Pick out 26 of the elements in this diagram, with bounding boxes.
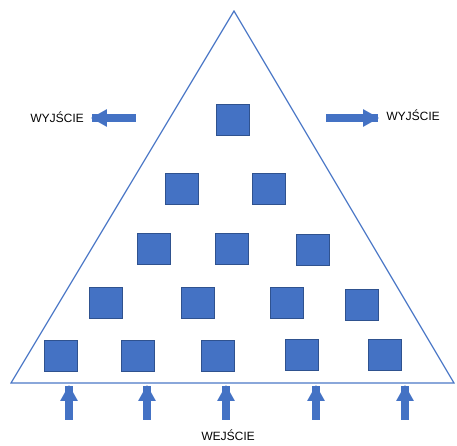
square-block xyxy=(252,173,286,205)
square-block xyxy=(121,340,155,372)
square-block xyxy=(296,234,330,266)
square-block xyxy=(165,173,199,205)
square-block xyxy=(270,287,304,319)
square-block xyxy=(368,339,402,371)
block-arrow xyxy=(307,385,325,420)
block-arrow xyxy=(91,109,136,127)
square-block xyxy=(345,289,379,321)
pyramid-triangle xyxy=(10,10,455,384)
square-block xyxy=(201,340,235,372)
block-arrow xyxy=(138,385,156,420)
square-block xyxy=(285,339,319,371)
block-arrow xyxy=(60,385,78,420)
block-arrow xyxy=(326,109,379,127)
square-block xyxy=(44,340,78,372)
square-block xyxy=(137,233,171,265)
block-arrow xyxy=(217,385,235,420)
block-arrow xyxy=(396,385,414,420)
output-label: WYJŚCIE xyxy=(24,110,90,126)
output-label: WYJŚCIE xyxy=(380,108,446,124)
square-block xyxy=(181,287,215,319)
square-block xyxy=(216,104,250,136)
square-block xyxy=(215,233,249,265)
input-label: WEJŚCIE xyxy=(200,428,256,444)
square-block xyxy=(89,287,123,319)
